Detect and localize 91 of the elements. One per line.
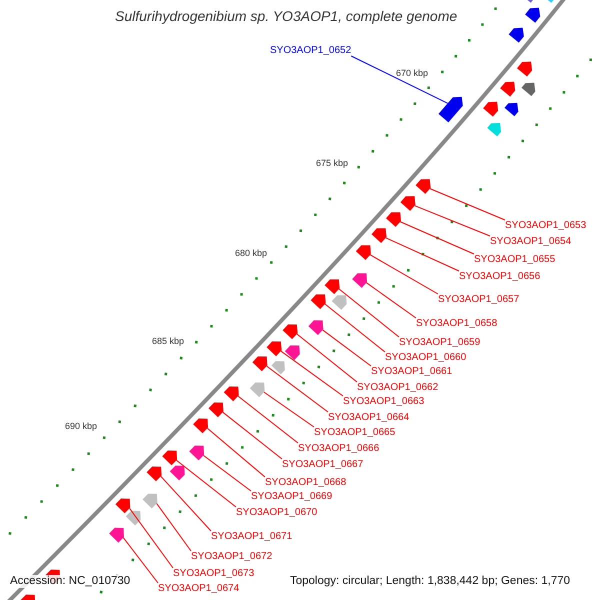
gene-segment — [193, 418, 208, 434]
gene-segment — [146, 466, 162, 482]
gene-segment — [208, 402, 224, 418]
gene-segment — [525, 8, 540, 23]
gene-label: SYO3AOP1_0667 — [282, 459, 364, 470]
leader-line — [264, 392, 314, 428]
gene-segment — [352, 273, 368, 288]
leader-line — [202, 454, 252, 492]
gene-label: SYO3AOP1_0665 — [314, 427, 396, 438]
gene-label: SYO3AOP1_0663 — [343, 396, 424, 407]
gene-label: SYO3AOP1_0659 — [399, 337, 480, 348]
gene-segment — [189, 446, 204, 460]
kbp-label: 680 kbp — [235, 249, 268, 259]
gene-label: SYO3AOP1_0658 — [416, 318, 498, 329]
gene-segment — [162, 450, 178, 466]
leader-line — [414, 205, 490, 236]
gene-label: SYO3AOP1_0652 — [270, 45, 352, 56]
kbp-label: 675 kbp — [316, 159, 348, 169]
gene-segment — [109, 528, 124, 543]
gene-segment — [310, 294, 326, 310]
leader-line — [129, 508, 174, 568]
gene-label: SYO3AOP1_0655 — [474, 254, 556, 265]
leader-line — [400, 221, 474, 254]
leader-line — [280, 350, 344, 396]
gene-segment — [386, 212, 401, 227]
gene-segment — [250, 382, 265, 398]
gene-label: SYO3AOP1_0664 — [328, 412, 410, 423]
gene-segment — [252, 356, 268, 372]
gene-segment — [504, 102, 518, 116]
gene-label: SYO3AOP1_0673 — [173, 568, 254, 579]
gene-label: SYO3AOP1_0653 — [505, 220, 586, 231]
gene-segment — [517, 62, 532, 76]
gene-segment — [142, 494, 158, 508]
kbp-label: 670 kbp — [396, 69, 428, 79]
gene-segment — [400, 196, 416, 211]
leader-line — [156, 503, 192, 552]
accession-text: Accession: NC_010730 — [10, 575, 130, 588]
gene-segment — [483, 102, 498, 117]
gene-label: SYO3AOP1_0674 — [158, 583, 240, 594]
gene-segment — [20, 594, 36, 600]
leader-line — [429, 188, 506, 220]
gene-segment — [224, 386, 239, 402]
gene-segment — [356, 245, 371, 260]
gene-segment — [271, 361, 285, 374]
gene-segment — [332, 295, 347, 310]
gene-segment — [115, 498, 130, 514]
genome-info-text: Topology: circular; Length: 1,838,442 bp; Genes: 1,770 — [290, 575, 570, 588]
leader-line — [176, 460, 236, 508]
gene-label: SYO3AOP1_0671 — [211, 531, 292, 542]
gene-segment — [500, 82, 516, 97]
gene-segment — [416, 179, 431, 194]
gene-label: SYO3AOP1_0669 — [251, 491, 332, 502]
leader-line — [160, 476, 212, 532]
gene-label: SYO3AOP1_0672 — [191, 551, 272, 562]
gene-label: SYO3AOP1_0670 — [236, 507, 318, 518]
gene-segment — [282, 324, 298, 340]
gene-segment — [487, 123, 501, 136]
gene-segment — [308, 320, 324, 335]
kbp-label: 690 kbp — [65, 422, 98, 432]
leader-line — [385, 237, 460, 272]
leader-line — [350, 56, 448, 104]
gene-segment — [170, 466, 185, 480]
gene-label: SYO3AOP1_0668 — [265, 477, 346, 488]
gene-segment — [126, 510, 141, 526]
leader-line — [206, 428, 266, 478]
gene-segment — [324, 279, 340, 294]
gene-label: SYO3AOP1_0662 — [357, 382, 438, 393]
gene-label: SYO3AOP1_0666 — [298, 443, 380, 454]
gene-label: SYO3AOP1_0660 — [385, 352, 466, 363]
gene-label: SYO3AOP1_0656 — [459, 271, 540, 282]
gene-segment — [438, 96, 463, 122]
gene-segment — [284, 345, 300, 360]
gene-label: SYO3AOP1_0654 — [490, 236, 572, 247]
gene-segment — [508, 28, 524, 43]
leader-line — [324, 303, 386, 352]
leader-line — [238, 396, 298, 444]
leader-line — [122, 537, 158, 584]
leader-line — [222, 412, 282, 460]
leader-line — [266, 366, 328, 412]
diagram-title: Sulfurihydrogenibium sp. YO3AOP1, complete genome — [115, 9, 458, 24]
leader-line — [338, 288, 400, 338]
gene-label: SYO3AOP1_0661 — [371, 366, 452, 377]
leader-line — [296, 334, 358, 382]
gene-segment — [522, 82, 536, 96]
gene-segment — [372, 228, 386, 243]
leader-line — [322, 329, 372, 366]
gene-label: SYO3AOP1_0657 — [438, 294, 520, 305]
kbp-label: 685 kbp — [152, 337, 184, 347]
gene-segment — [266, 341, 282, 356]
leader-line — [370, 254, 438, 294]
leader-line — [366, 282, 416, 318]
